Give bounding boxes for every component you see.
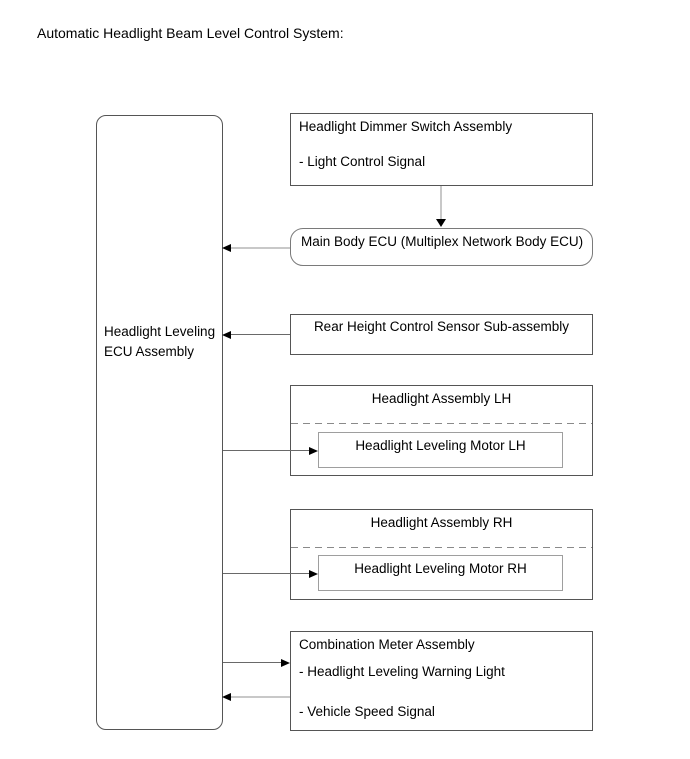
- arrowhead-left-icon: [222, 244, 231, 252]
- main-body-ecu-label: Main Body ECU (Multiplex Network Body EC…: [301, 234, 584, 249]
- light-control-signal-label: - Light Control Signal: [299, 154, 426, 169]
- leveling-motor-lh-box: Headlight Leveling Motor LH: [318, 432, 563, 468]
- rh-partition-dashed-line: [291, 547, 592, 548]
- leveling-motor-rh-box: Headlight Leveling Motor RH: [318, 555, 563, 591]
- page-title: Automatic Headlight Beam Level Control S…: [37, 25, 344, 41]
- arrow-line: [229, 696, 290, 698]
- arrow-line: [229, 247, 290, 249]
- dimmer-switch-box: Headlight Dimmer Switch Assembly - Light…: [290, 113, 593, 186]
- arrow-line: [223, 573, 310, 574]
- arrow-line: [229, 334, 290, 335]
- leveling-motor-lh-label: Headlight Leveling Motor LH: [355, 438, 526, 453]
- arrowhead-right-icon: [309, 447, 318, 455]
- headlight-assembly-lh-box: Headlight Assembly LH Headlight Leveling…: [290, 385, 593, 476]
- headlight-assembly-rh-box: Headlight Assembly RH Headlight Leveling…: [290, 509, 593, 600]
- headlight-assembly-rh-title: Headlight Assembly RH: [370, 515, 513, 530]
- arrowhead-right-icon: [281, 659, 290, 667]
- leveling-ecu-label-line1: Headlight Leveling: [104, 324, 216, 339]
- rear-height-sensor-box: Rear Height Control Sensor Sub-assembly: [290, 314, 593, 355]
- arrowhead-left-icon: [222, 331, 231, 339]
- arrow-line: [223, 450, 310, 451]
- dimmer-switch-title: Headlight Dimmer Switch Assembly: [299, 119, 513, 134]
- leveling-ecu-box: Headlight Leveling ECU Assembly: [96, 115, 223, 730]
- headlight-assembly-lh-title: Headlight Assembly LH: [371, 391, 512, 406]
- arrowhead-left-icon: [222, 693, 231, 701]
- arrowhead-right-icon: [309, 570, 318, 578]
- lh-partition-dashed-line: [291, 423, 592, 424]
- arrow-line: [223, 662, 282, 663]
- combination-meter-title: Combination Meter Assembly: [299, 637, 475, 652]
- main-body-ecu-box: Main Body ECU (Multiplex Network Body EC…: [290, 228, 593, 266]
- rear-height-sensor-label: Rear Height Control Sensor Sub-assembly: [313, 319, 570, 334]
- arrow-line: [440, 186, 442, 220]
- leveling-ecu-label-line2: ECU Assembly: [104, 344, 195, 359]
- vehicle-speed-signal-label: - Vehicle Speed Signal: [299, 704, 435, 719]
- warning-light-signal-label: - Headlight Leveling Warning Light: [299, 664, 505, 679]
- leveling-motor-rh-label: Headlight Leveling Motor RH: [354, 561, 527, 576]
- combination-meter-box: Combination Meter Assembly - Headlight L…: [290, 631, 593, 731]
- arrowhead-down-icon: [436, 219, 446, 227]
